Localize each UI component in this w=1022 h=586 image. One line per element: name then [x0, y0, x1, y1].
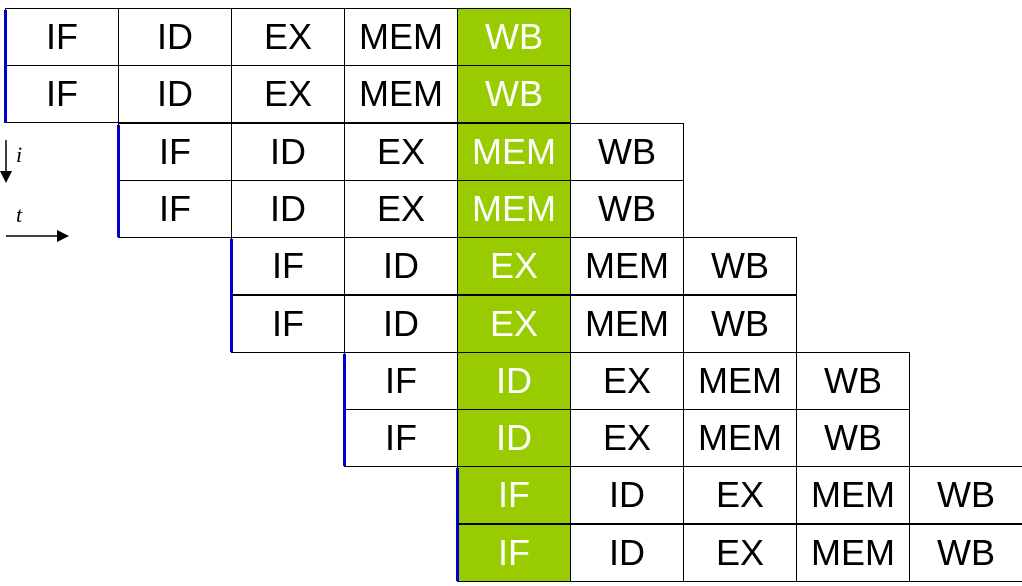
- stage-cell-ex: EX: [683, 523, 797, 582]
- issue-marker: [343, 353, 346, 467]
- instruction-axis-label: i: [16, 142, 23, 167]
- stage-cell-if: IF: [457, 523, 571, 582]
- stage-cell-id: ID: [344, 237, 458, 296]
- stage-cell-ex: EX: [344, 122, 458, 181]
- stage-cell-ex: EX: [457, 237, 571, 296]
- stage-cell-wb: WB: [909, 466, 1022, 525]
- stage-cell-ex: EX: [231, 8, 345, 66]
- time-axis-label: t: [16, 202, 23, 227]
- stage-cell-if: IF: [344, 409, 458, 468]
- stage-cell-if: IF: [231, 294, 345, 353]
- stage-cell-mem: MEM: [457, 122, 571, 181]
- stage-cell-ex: EX: [457, 294, 571, 353]
- stage-cell-if: IF: [344, 351, 458, 410]
- stage-cell-ex: EX: [683, 466, 797, 525]
- stage-cell-mem: MEM: [683, 351, 797, 410]
- stage-cell-mem: MEM: [570, 294, 684, 353]
- issue-marker: [456, 468, 459, 581]
- issue-marker: [230, 239, 233, 352]
- stage-cell-wb: WB: [457, 8, 571, 66]
- stage-cell-if: IF: [231, 237, 345, 296]
- stage-cell-ex: EX: [231, 65, 345, 124]
- stage-cell-mem: MEM: [344, 65, 458, 124]
- stage-cell-mem: MEM: [570, 237, 684, 296]
- stage-cell-wb: WB: [570, 179, 684, 238]
- stage-cell-wb: WB: [683, 237, 797, 296]
- stage-cell-id: ID: [231, 179, 345, 238]
- stage-cell-wb: WB: [683, 294, 797, 353]
- stage-cell-ex: EX: [570, 351, 684, 410]
- stage-cell-mem: MEM: [683, 409, 797, 468]
- stage-cell-id: ID: [231, 122, 345, 181]
- stage-cell-wb: WB: [796, 351, 910, 410]
- stage-cell-mem: MEM: [796, 466, 910, 525]
- stage-cell-id: ID: [570, 466, 684, 525]
- stage-cell-if: IF: [118, 179, 232, 238]
- stage-cell-if: IF: [457, 466, 571, 525]
- stage-cell-id: ID: [118, 8, 232, 66]
- issue-marker: [4, 10, 7, 123]
- stage-cell-mem: MEM: [457, 179, 571, 238]
- axis-arrows: [0, 140, 69, 242]
- stage-cell-mem: MEM: [796, 523, 910, 582]
- stage-cell-wb: WB: [570, 122, 684, 181]
- stage-cell-if: IF: [118, 122, 232, 181]
- stage-cell-wb: WB: [796, 409, 910, 468]
- stage-cell-ex: EX: [344, 179, 458, 238]
- stage-cell-ex: EX: [570, 409, 684, 468]
- stage-cell-id: ID: [457, 351, 571, 410]
- stage-cell-id: ID: [118, 65, 232, 124]
- stage-cell-id: ID: [570, 523, 684, 582]
- stage-cell-id: ID: [344, 294, 458, 353]
- issue-marker: [117, 124, 120, 238]
- stage-cell-if: IF: [5, 8, 119, 66]
- stage-cell-mem: MEM: [344, 8, 458, 66]
- stage-cell-wb: WB: [457, 65, 571, 124]
- stage-cell-wb: WB: [909, 523, 1022, 582]
- stage-cell-id: ID: [457, 409, 571, 468]
